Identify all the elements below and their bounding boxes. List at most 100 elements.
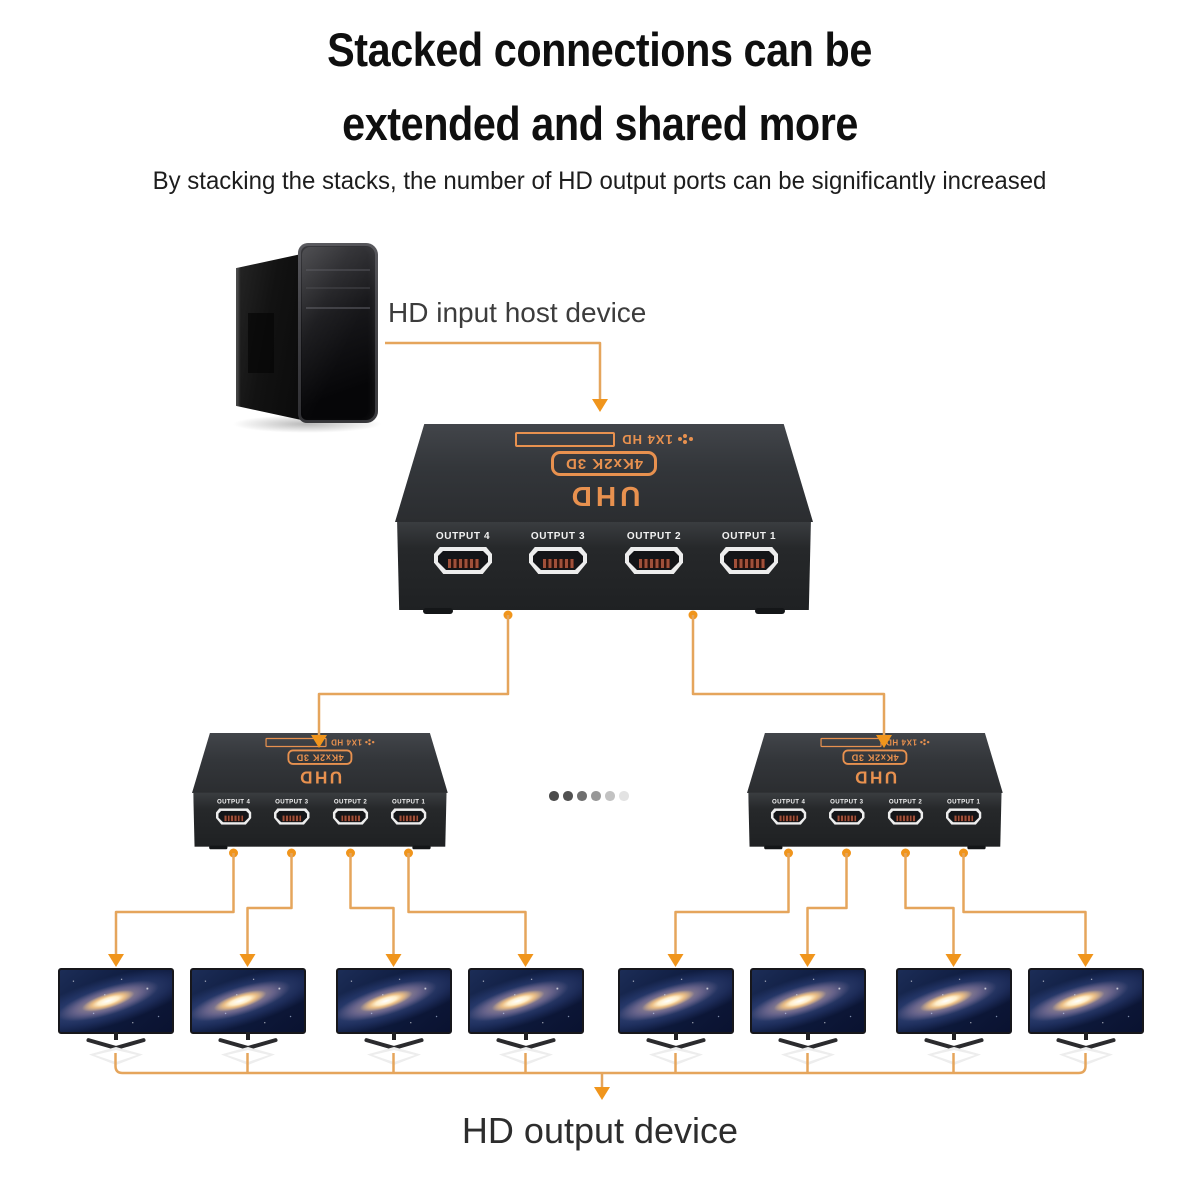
hdmi-port-icon bbox=[274, 808, 310, 825]
ellipsis-dot bbox=[591, 791, 601, 801]
connector-main-to-left bbox=[317, 615, 510, 735]
monitor-base bbox=[221, 1047, 275, 1065]
splitter-top-face: UHD 4Kx2K 3D 1X4 HD bbox=[747, 733, 1003, 793]
connector-right-out2 bbox=[904, 853, 955, 954]
hdmi-port-icon bbox=[434, 547, 492, 574]
stars bbox=[470, 970, 582, 1032]
stars bbox=[898, 970, 1010, 1032]
hdmi-port-icon bbox=[625, 547, 683, 574]
splitter-foot bbox=[764, 845, 783, 850]
hdmi-port-output2: OUTPUT 2 bbox=[625, 531, 683, 574]
monitor-8 bbox=[1028, 968, 1144, 1068]
splitter-model-row: 1X4 HD bbox=[515, 432, 693, 447]
monitor-screen bbox=[896, 968, 1012, 1034]
hdmi-port-icon bbox=[332, 808, 369, 825]
hdmi-port-output4: OUTPUT 4 bbox=[215, 798, 252, 825]
monitor-4 bbox=[468, 968, 584, 1068]
monitor-5 bbox=[618, 968, 734, 1068]
input-arrow-icon bbox=[592, 399, 608, 412]
connector-left-out1 bbox=[407, 853, 527, 954]
monitor-base bbox=[499, 1047, 553, 1065]
monitor-base bbox=[89, 1047, 143, 1065]
hdmi-splitter-main: UHD 4Kx2K 3D 1X4 HD OUTPUT 4 OUTPUT 3 OU… bbox=[395, 424, 813, 616]
connector-right-out4 bbox=[674, 853, 790, 954]
splitter-logo-icon bbox=[926, 741, 930, 744]
hdmi-port-icon bbox=[770, 808, 807, 825]
hdmi-port-output3: OUTPUT 3 bbox=[529, 531, 587, 574]
monitor-screen bbox=[618, 968, 734, 1034]
monitor-base bbox=[927, 1047, 981, 1065]
hdmi-port-icon bbox=[945, 808, 982, 825]
hdmi-port-icon bbox=[390, 808, 427, 825]
tower-gloss bbox=[302, 247, 374, 419]
monitor-stand bbox=[674, 1032, 678, 1040]
hdmi-port-output4: OUTPUT 4 bbox=[434, 531, 492, 574]
monitor-stand bbox=[952, 1032, 956, 1040]
input-device-label: HD input host device bbox=[388, 297, 647, 328]
stars bbox=[338, 970, 450, 1032]
connector-right-out3 bbox=[806, 853, 848, 954]
monitor-screen bbox=[336, 968, 452, 1034]
stars bbox=[752, 970, 864, 1032]
connector-left-out2 bbox=[349, 853, 395, 954]
monitor-7 bbox=[896, 968, 1012, 1068]
splitter-foot bbox=[967, 845, 986, 850]
hdmi-port-output2: OUTPUT 2 bbox=[887, 798, 924, 825]
monitor-stand bbox=[246, 1032, 250, 1040]
monitor-base bbox=[367, 1047, 421, 1065]
tower-side-panel bbox=[236, 253, 306, 421]
monitor-base bbox=[1059, 1047, 1113, 1065]
page-title-line-1: Stacked connections can be bbox=[327, 23, 873, 76]
monitor-screen bbox=[750, 968, 866, 1034]
splitter-foot bbox=[423, 608, 453, 614]
stars bbox=[1030, 970, 1142, 1032]
hdmi-port-icon bbox=[529, 547, 587, 574]
pc-tower-image bbox=[232, 243, 382, 433]
splitter-top-face: UHD 4Kx2K 3D 1X4 HD bbox=[192, 733, 448, 793]
splitter-model-box bbox=[820, 737, 882, 748]
splitter-logo-icon bbox=[688, 437, 693, 442]
hdmi-port-icon bbox=[887, 808, 924, 825]
splitter-top-face: UHD 4Kx2K 3D 1X4 HD bbox=[395, 424, 813, 522]
splitter-logo-icon bbox=[371, 741, 375, 744]
splitter-foot bbox=[755, 608, 785, 614]
splitter-front-face: OUTPUT 4 OUTPUT 3 OUTPUT 2 OUTPUT 1 bbox=[193, 792, 447, 847]
tower-front-panel bbox=[298, 243, 378, 423]
monitor-stand bbox=[114, 1032, 118, 1040]
hdmi-port-output1: OUTPUT 1 bbox=[390, 798, 427, 825]
hdmi-port-output3: OUTPUT 3 bbox=[829, 798, 865, 825]
monitor-2 bbox=[190, 968, 306, 1068]
ellipsis-dot bbox=[563, 791, 573, 801]
tower-drive-bays bbox=[306, 269, 370, 309]
ellipsis-dot bbox=[605, 791, 615, 801]
monitor-stand bbox=[524, 1032, 528, 1040]
monitor-stand bbox=[806, 1032, 810, 1040]
monitor-screen bbox=[468, 968, 584, 1034]
splitter-model-box bbox=[515, 432, 616, 447]
stars bbox=[620, 970, 732, 1032]
connector-left-out3 bbox=[246, 853, 293, 954]
hdmi-port-icon bbox=[720, 547, 778, 574]
hdmi-port-output3: OUTPUT 3 bbox=[274, 798, 310, 825]
splitter-badge-text: 4Kx2K 3D bbox=[550, 451, 658, 476]
page-title-line-2: extended and shared more bbox=[342, 97, 858, 150]
splitter-front-face: OUTPUT 4 OUTPUT 3 OUTPUT 2 OUTPUT 1 bbox=[397, 522, 811, 610]
splitter-model-box bbox=[265, 737, 327, 748]
connector-right-out1 bbox=[962, 853, 1087, 954]
monitor-screen bbox=[58, 968, 174, 1034]
hdmi-port-icon bbox=[829, 808, 865, 825]
splitter-front-face: OUTPUT 4 OUTPUT 3 OUTPUT 2 OUTPUT 1 bbox=[748, 792, 1002, 847]
hdmi-splitter-left: UHD 4Kx2K 3D 1X4 HD OUTPUT 4 OUTPUT 3 OU… bbox=[192, 733, 448, 851]
monitor-screen bbox=[1028, 968, 1144, 1034]
more-splitters-ellipsis bbox=[549, 791, 629, 801]
monitor-screen bbox=[190, 968, 306, 1034]
monitor-stand bbox=[1084, 1032, 1088, 1040]
monitor-3 bbox=[336, 968, 452, 1068]
hdmi-port-output2: OUTPUT 2 bbox=[332, 798, 369, 825]
tower-vent bbox=[248, 313, 274, 373]
hdmi-port-icon bbox=[215, 808, 252, 825]
stars bbox=[192, 970, 304, 1032]
connector-left-out4 bbox=[114, 853, 235, 954]
ellipsis-dot bbox=[577, 791, 587, 801]
